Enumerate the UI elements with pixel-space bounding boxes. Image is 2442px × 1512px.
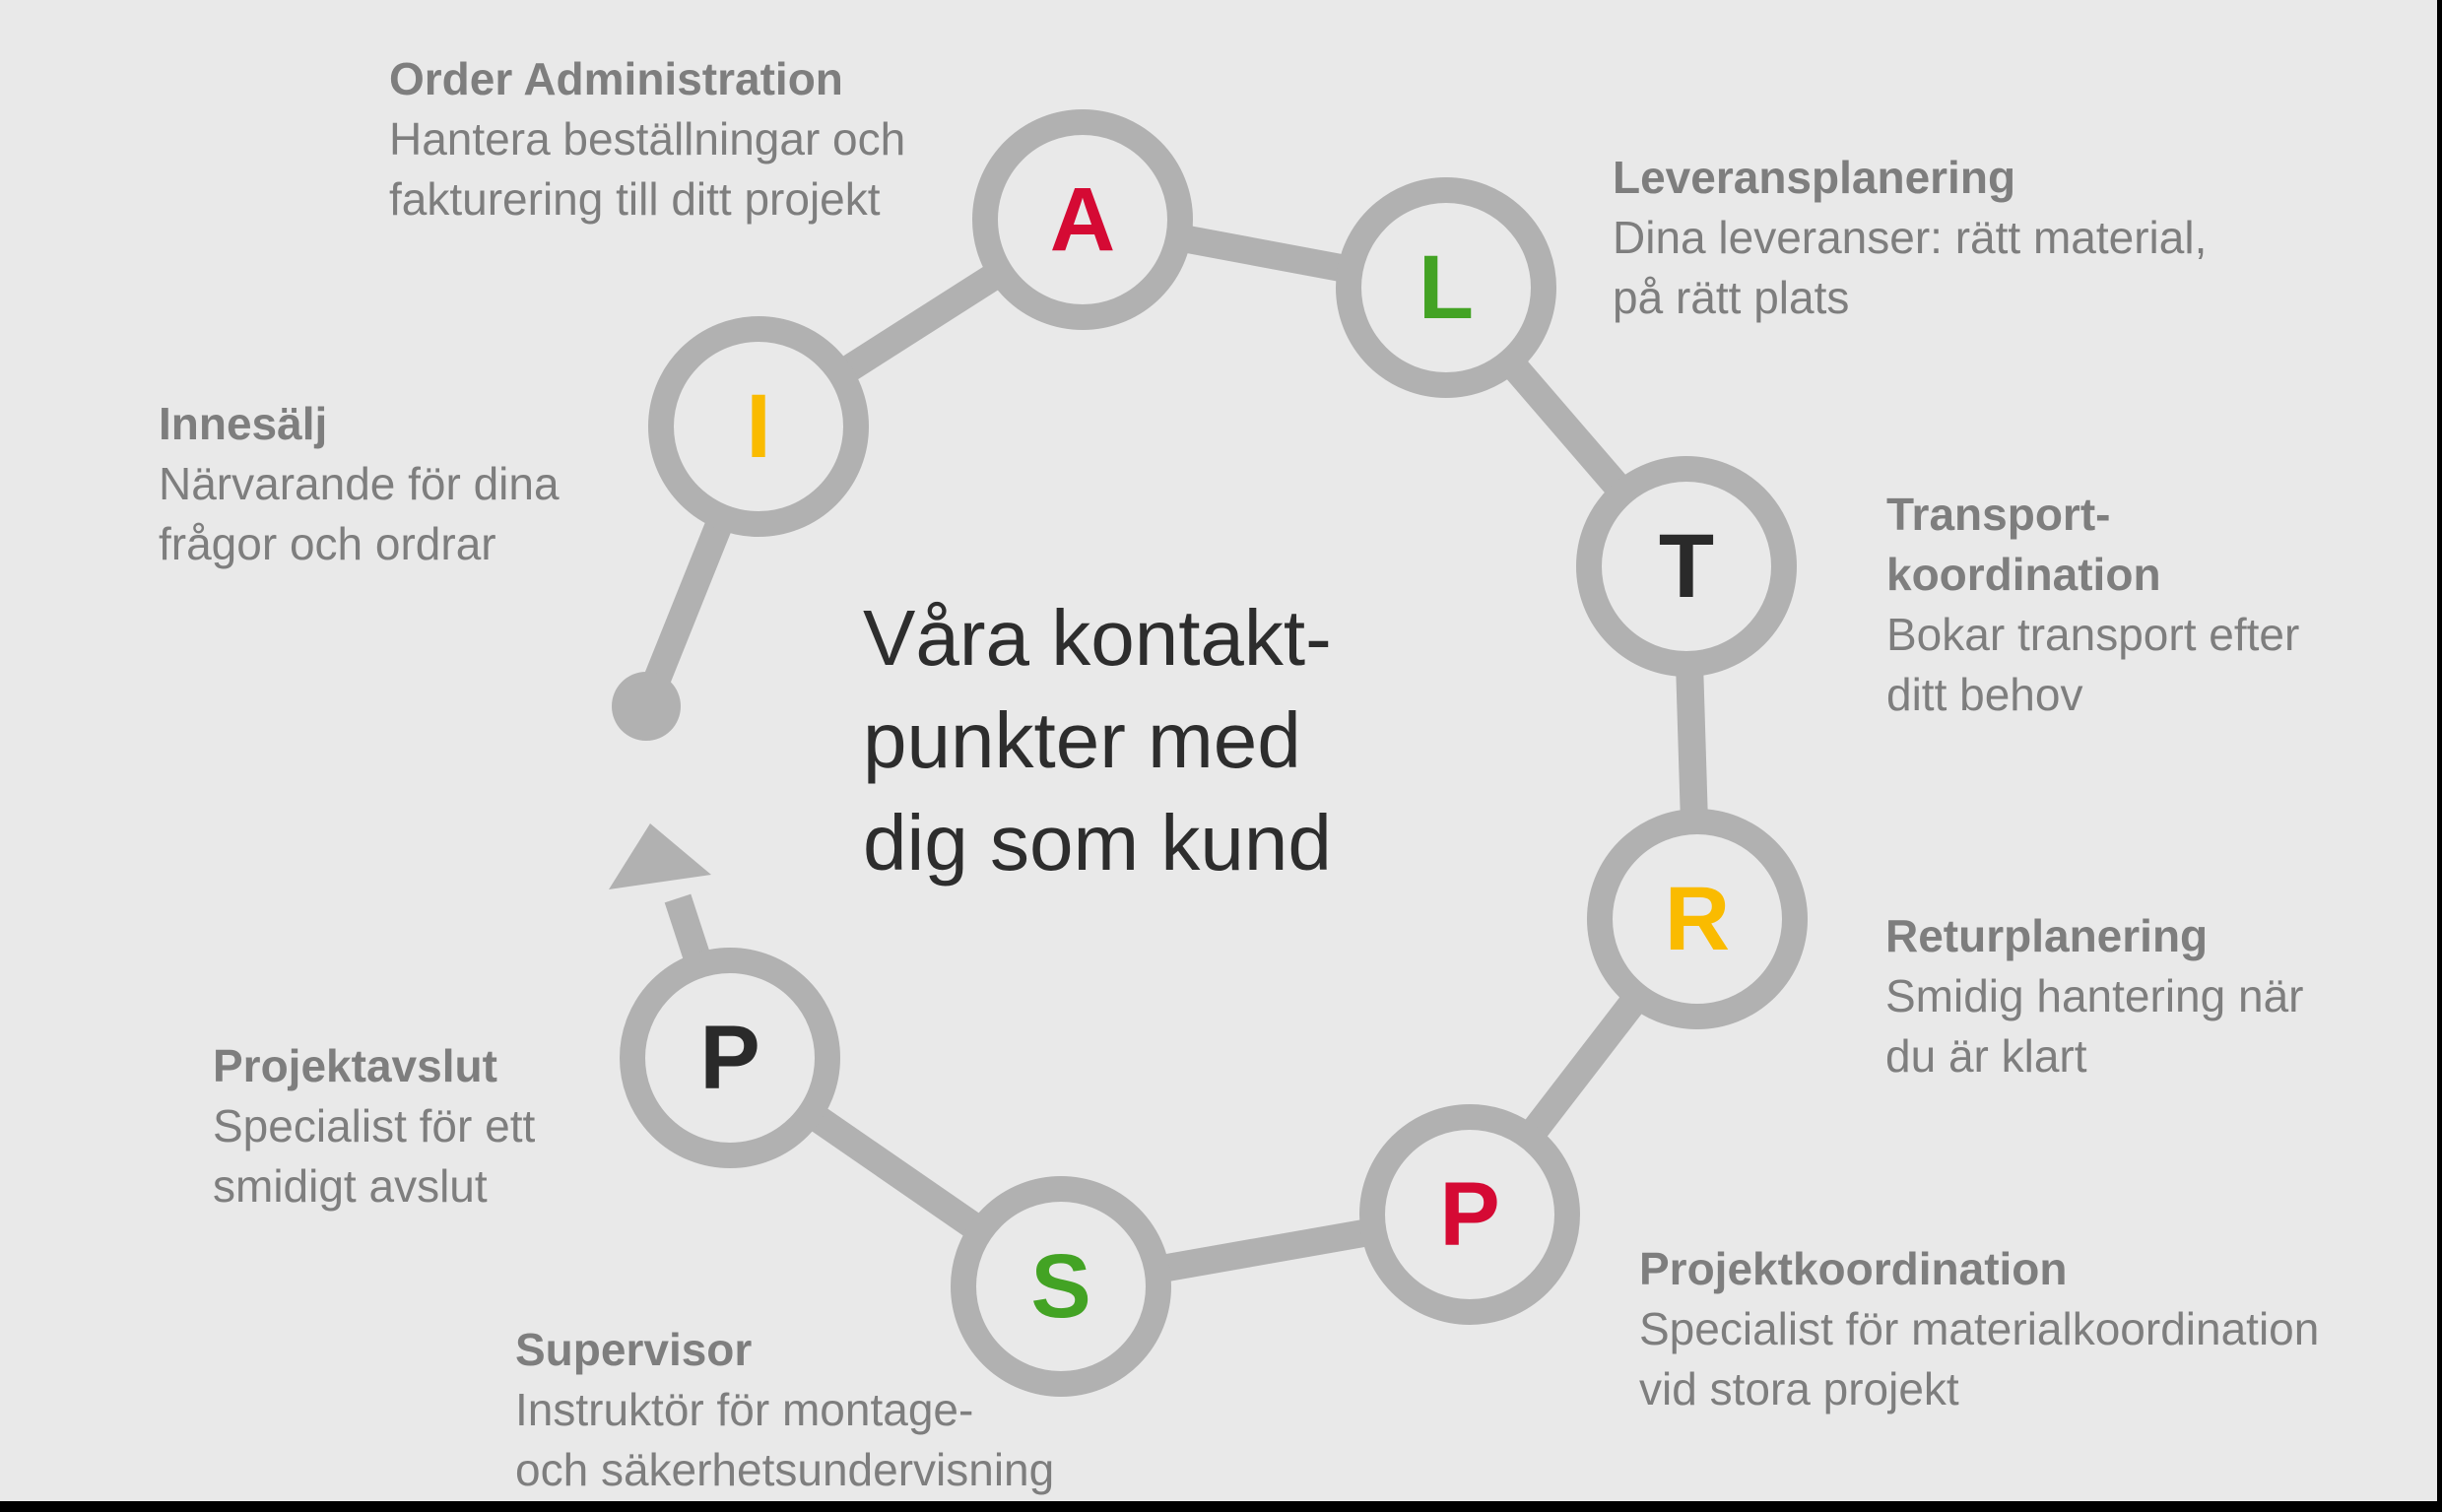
- node-letter-leveransplanering: L: [1418, 237, 1475, 338]
- right-edge-bar: [2437, 0, 2442, 1512]
- label-order-administration-line: fakturering till ditt projekt: [389, 173, 881, 225]
- node-letter-projektavslut: P: [699, 1008, 760, 1108]
- label-projektavslut: Projektavslut Specialist för ett smidigt…: [213, 1036, 535, 1216]
- label-transportkoordination: Transport- koordination Bokar transport …: [1886, 485, 2299, 725]
- label-leveransplanering-line: Dina leveranser: rätt material,: [1613, 212, 2208, 263]
- label-projektkoordination-line: vid stora projekt: [1639, 1363, 1959, 1414]
- label-supervisor-line: och säkerhetsundervisning: [515, 1444, 1055, 1495]
- label-transportkoordination-line: ditt behov: [1886, 669, 2083, 720]
- center-title-line: Våra kontakt-: [863, 594, 1332, 682]
- label-order-administration-title: Order Administration: [389, 53, 843, 104]
- label-returplanering-line: Smidig hantering när: [1885, 970, 2304, 1021]
- label-returplanering-line: du är klart: [1885, 1030, 2087, 1082]
- label-leveransplanering-title: Leveransplanering: [1613, 152, 2016, 203]
- label-projektavslut-line: Specialist för ett: [213, 1100, 536, 1151]
- center-title-line: punkter med: [863, 696, 1301, 784]
- label-leveransplanering-line: på rätt plats: [1613, 272, 1850, 323]
- label-transportkoordination-title: Transport-: [1886, 489, 2111, 540]
- node-letter-innesalj: I: [746, 376, 771, 477]
- label-supervisor-title: Supervisor: [515, 1324, 753, 1375]
- label-returplanering: Returplanering Smidig hantering när du ä…: [1885, 906, 2303, 1086]
- label-projektkoordination: Projektkoordination Specialist för mater…: [1639, 1239, 2319, 1419]
- label-transportkoordination-title: koordination: [1886, 549, 2161, 600]
- label-innesalj-line: frågor och ordrar: [159, 518, 496, 569]
- label-supervisor: Supervisor Instruktör för montage- och s…: [515, 1320, 1054, 1500]
- label-innesalj-title: Innesälj: [159, 398, 328, 449]
- diagram-center-title: Våra kontakt- punkter med dig som kund: [863, 587, 1332, 894]
- start-dot: [612, 672, 681, 741]
- label-transportkoordination-line: Bokar transport efter: [1886, 609, 2300, 660]
- label-returplanering-title: Returplanering: [1885, 910, 2209, 961]
- arrow-head-icon: [609, 823, 711, 889]
- node-circle-projektavslut: P: [620, 948, 840, 1168]
- center-title-line: dig som kund: [863, 799, 1332, 887]
- node-letter-returplanering: R: [1664, 869, 1731, 969]
- node-circle-returplanering: R: [1587, 809, 1808, 1029]
- node-letter-projektkoordination: P: [1439, 1164, 1500, 1265]
- node-circle-innesalj: I: [648, 316, 869, 537]
- label-projektkoordination-line: Specialist för materialkoordination: [1639, 1303, 2320, 1354]
- label-leveransplanering: Leveransplanering Dina leveranser: rätt …: [1613, 148, 2207, 328]
- bottom-edge-bar: [0, 1501, 2442, 1512]
- node-circle-projektkoordination: P: [1359, 1104, 1580, 1325]
- label-projektkoordination-title: Projektkoordination: [1639, 1243, 2068, 1294]
- node-letter-order-administration: A: [1049, 169, 1116, 270]
- node-letter-transportkoordination: T: [1658, 516, 1715, 617]
- node-circle-leveransplanering: L: [1336, 177, 1556, 398]
- label-order-administration-line: Hantera beställningar och: [389, 113, 906, 164]
- label-projektavslut-title: Projektavslut: [213, 1040, 497, 1091]
- node-circle-transportkoordination: T: [1576, 456, 1797, 677]
- label-innesalj: Innesälj Närvarande för dina frågor och …: [159, 394, 560, 574]
- node-circle-order-administration: A: [972, 109, 1193, 330]
- label-innesalj-line: Närvarande för dina: [159, 458, 560, 509]
- node-letter-supervisor: S: [1030, 1236, 1091, 1337]
- label-projektavslut-line: smidigt avslut: [213, 1160, 488, 1212]
- label-order-administration: Order Administration Hantera beställning…: [389, 49, 905, 230]
- label-supervisor-line: Instruktör för montage-: [515, 1384, 974, 1435]
